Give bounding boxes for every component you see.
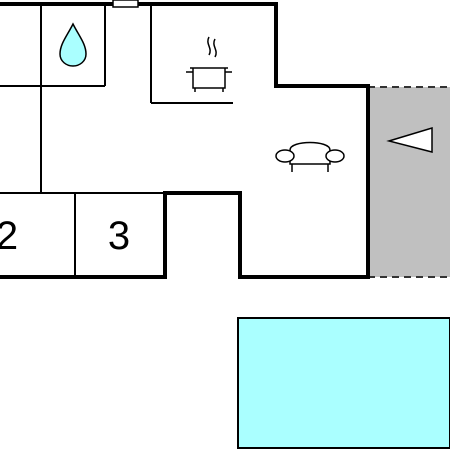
room-2-label: 2 xyxy=(0,214,18,258)
terrace-area xyxy=(368,87,450,277)
outer-walls xyxy=(0,2,370,279)
window xyxy=(112,0,139,8)
terrace-dashed-border xyxy=(368,86,450,278)
interior-walls xyxy=(0,4,233,277)
sofa-icon xyxy=(275,141,345,172)
cooking-pot-icon xyxy=(186,36,232,92)
terrace xyxy=(368,86,450,278)
room-3-label: 3 xyxy=(108,214,130,258)
swimming-pool xyxy=(237,317,450,449)
water-drop-icon xyxy=(59,22,87,67)
arrow-left-icon xyxy=(386,126,433,153)
